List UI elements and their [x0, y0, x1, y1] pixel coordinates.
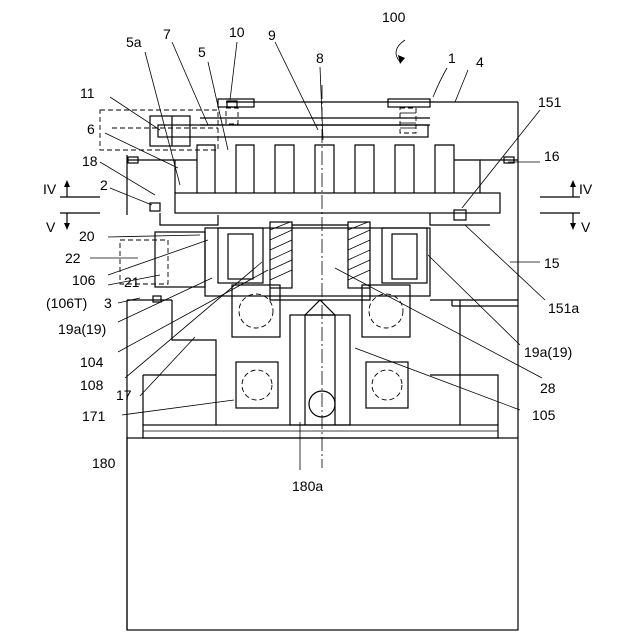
shaft-28 — [270, 288, 370, 425]
stator-assembly — [160, 213, 490, 296]
bearing-lower-right — [366, 362, 408, 408]
bearing-upper-right — [362, 285, 410, 337]
label-1: 1 — [448, 50, 456, 66]
label-11: 11 — [80, 85, 95, 101]
label-105: 105 — [532, 407, 556, 423]
label-8: 8 — [316, 50, 324, 66]
label-18: 18 — [82, 153, 98, 169]
label-7: 7 — [163, 26, 171, 42]
label-22: 22 — [65, 250, 81, 266]
label-17: 17 — [116, 387, 132, 403]
top-cover-4 — [200, 99, 430, 133]
connector-22 — [120, 232, 205, 302]
section-marks — [60, 180, 580, 230]
seal-rings — [128, 157, 514, 220]
label-2: 2 — [100, 177, 108, 193]
label-6: 6 — [87, 121, 95, 137]
label-5: 5 — [198, 44, 206, 60]
label-16: 16 — [544, 148, 560, 164]
label-iv-left: IV — [43, 181, 57, 197]
label-104: 104 — [80, 354, 104, 370]
label-171: 171 — [82, 408, 106, 424]
label-iv-right: IV — [579, 181, 593, 197]
label-108: 108 — [80, 377, 104, 393]
label-21: 21 — [124, 274, 140, 290]
label-15: 15 — [544, 255, 560, 271]
connector-11 — [100, 110, 218, 150]
label-19a-left: 19a(19) — [58, 321, 106, 337]
base-housing-180 — [127, 438, 518, 630]
label-151a: 151a — [548, 300, 579, 316]
label-28: 28 — [540, 380, 556, 396]
leader-lines — [90, 40, 545, 470]
label-20: 20 — [79, 228, 95, 244]
label-180a: 180a — [292, 478, 323, 494]
label-5a: 5a — [126, 34, 142, 50]
label-v-right: V — [581, 219, 591, 235]
reference-labels: 100 1 4 5a 7 10 9 5 8 151 11 6 16 18 2 I… — [43, 9, 593, 494]
label-106: 106 — [72, 272, 96, 288]
label-3: 3 — [104, 295, 112, 311]
bearing-lower-left — [236, 362, 278, 408]
label-9: 9 — [268, 27, 276, 43]
label-4: 4 — [476, 54, 484, 70]
label-100: 100 — [382, 9, 406, 25]
label-19a-right: 19a(19) — [524, 344, 572, 360]
label-151: 151 — [538, 94, 562, 110]
label-v-left: V — [46, 219, 56, 235]
bearing-upper-left — [232, 285, 280, 337]
label-180: 180 — [92, 455, 116, 471]
label-10: 10 — [229, 24, 245, 40]
label-106t: (106T) — [46, 295, 87, 311]
